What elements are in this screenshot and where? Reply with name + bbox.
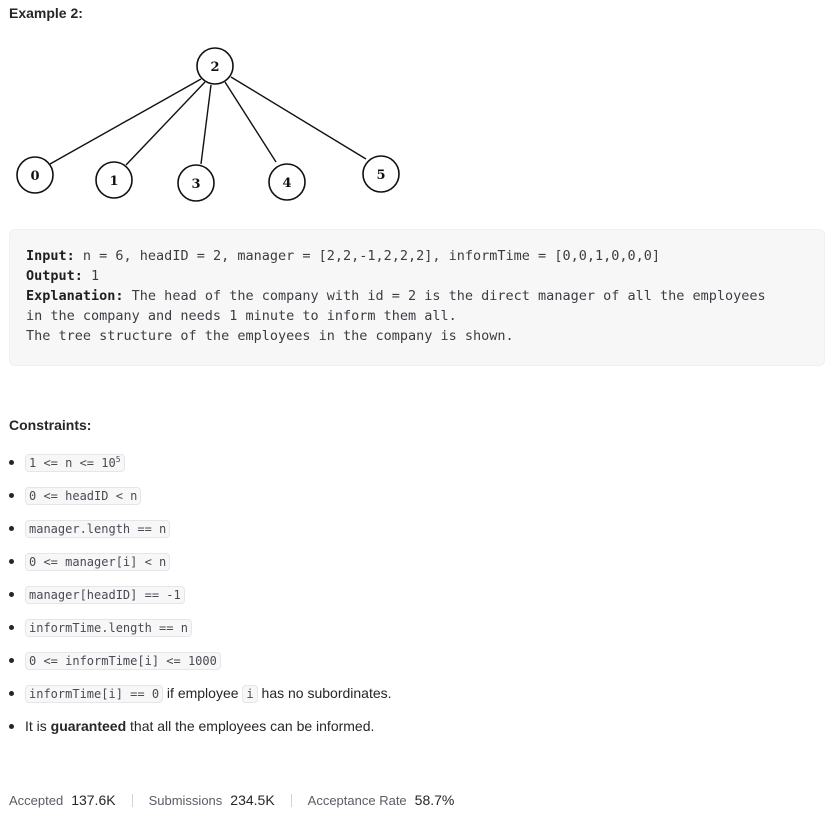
explanation-text-1: The head of the company with id = 2 is t… [123,288,766,304]
constraints-list: 1 <= n <= 105 0 <= headID < n manager.le… [0,446,820,743]
constraint-code: manager[headID] == -1 [25,586,185,604]
constraint-code: 0 <= headID < n [25,487,142,505]
tree-node-4 [268,163,306,201]
constraint-code: informTime[i] == 0 [25,685,164,703]
constraint-text: has no subordinates. [257,685,392,701]
constraint-emphasis: guaranteed [50,718,127,734]
constraint-item: informTime.length == n [0,611,820,644]
accepted-label: Accepted [9,792,64,808]
tree-node-label-root: 2 [210,60,219,75]
input-text: n = 6, headID = 2, manager = [2,2,-1,2,2… [74,248,660,264]
acceptance-rate-value: 58.7% [414,792,455,808]
output-label: Output: [26,268,83,284]
employee-tree-diagram: 2 0 1 3 4 5 [16,47,400,202]
constraint-item: 0 <= manager[i] < n [0,545,820,578]
constraint-item: 1 <= n <= 105 [0,446,820,479]
tree-node-label-5: 5 [376,168,385,183]
constraint-code: 1 <= n <= 105 [25,454,125,472]
tree-node-label-1: 1 [109,174,118,189]
problem-stats: Accepted 137.6K Submissions 234.5K Accep… [9,792,454,808]
tree-node-label-4: 4 [282,176,291,191]
tree-node-1 [95,161,133,199]
output-text: 1 [82,268,100,284]
tree-edge-2-5 [230,76,367,160]
constraint-code: 0 <= manager[i] < n [25,553,171,571]
constraints-title: Constraints: [9,417,92,433]
constraint-code: informTime.length == n [25,619,192,637]
exponent: 5 [115,455,121,464]
constraint-item: 0 <= headID < n [0,479,820,512]
tree-node-label-0: 0 [30,169,39,184]
constraint-code: i [242,685,258,703]
constraint-item: manager[headID] == -1 [0,578,820,611]
tree-node-root [196,47,234,85]
constraint-item: informTime[i] == 0 if employee i has no … [0,677,820,710]
example-title: Example 2: [9,5,83,21]
tree-node-label-3: 3 [191,177,200,192]
acceptance-rate-label: Acceptance Rate [307,792,407,808]
constraint-item: manager.length == n [0,512,820,545]
constraint-text: that all the employees can be informed. [126,718,375,734]
explanation-text-3: The tree structure of the employees in t… [26,328,514,344]
tree-edge-2-1 [125,81,206,166]
stats-divider [290,793,292,807]
submissions-label: Submissions [148,792,223,808]
tree-edge-2-4 [224,81,277,163]
tree-node-3 [177,164,215,202]
constraint-text: if employee [163,685,243,701]
constraint-code: manager.length == n [25,520,171,538]
submissions-value: 234.5K [230,792,275,808]
accepted-value: 137.6K [71,792,116,808]
tree-edge-2-0 [49,78,202,165]
constraint-code: 0 <= informTime[i] <= 1000 [25,652,221,670]
constraint-item: 0 <= informTime[i] <= 1000 [0,644,820,677]
tree-node-5 [362,155,400,193]
tree-node-0 [16,156,54,194]
constraint-item: It is guaranteed that all the employees … [0,710,820,743]
input-label: Input: [26,248,75,264]
explanation-label: Explanation: [26,288,124,304]
explanation-text-2: in the company and needs 1 minute to inf… [26,308,457,324]
stats-divider [131,793,133,807]
example-io-block: Input: n = 6, headID = 2, manager = [2,2… [9,229,825,366]
constraint-text: It is [25,718,51,734]
tree-edge-2-3 [200,84,212,165]
